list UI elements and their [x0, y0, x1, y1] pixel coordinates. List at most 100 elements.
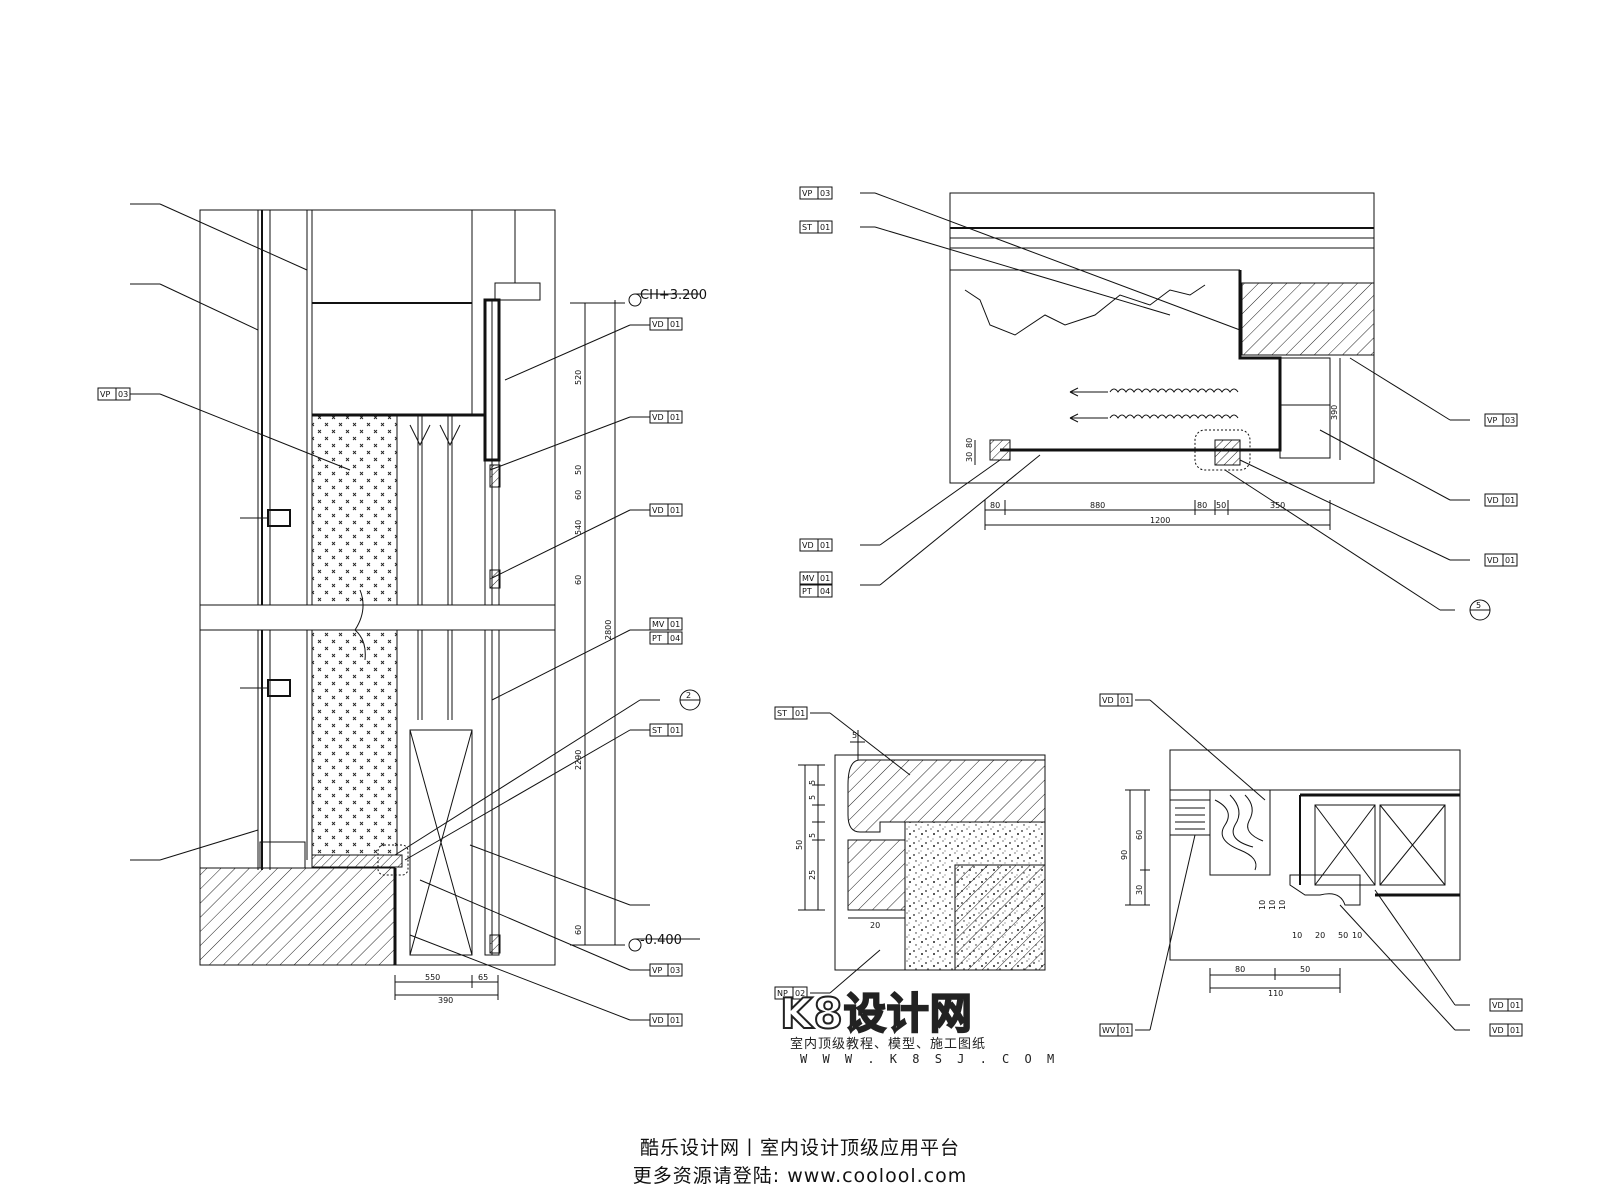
dim-h: 110	[1268, 989, 1283, 998]
dim-h: 50	[1300, 965, 1310, 974]
dim-v: 390	[1330, 405, 1339, 420]
tag-num: 03	[670, 966, 680, 975]
dim-v: 60	[574, 575, 583, 585]
tag-num: 04	[670, 634, 680, 643]
tag-code: VD	[1102, 696, 1114, 705]
tag-code: ST	[802, 223, 812, 232]
tag-code: VD	[1492, 1026, 1504, 1035]
dim-v: 80	[965, 438, 974, 448]
tag-code: VD	[1487, 496, 1499, 505]
dim-v: 30	[1135, 885, 1144, 895]
plan-dims: 80 880 80 50 350 1200 30 80 390 5	[965, 405, 1481, 610]
plan-drawing	[860, 192, 1491, 621]
tag-code: MV	[652, 620, 665, 629]
tag-code: MV	[802, 574, 815, 583]
tag-num: 01	[670, 506, 680, 515]
tag-code: VD	[652, 506, 664, 515]
dim-v: 10	[1268, 900, 1277, 910]
dim-h: 80	[990, 501, 1000, 510]
dim-v: 50	[574, 465, 583, 475]
watermark-subtitle: 室内顶级教程、模型、施工图纸	[790, 1037, 987, 1052]
tag-code: VD	[1492, 1001, 1504, 1010]
tag-num: 03	[820, 189, 830, 198]
dim-h: 390	[438, 996, 453, 1005]
tag-code: ST	[652, 726, 662, 735]
watermark-logo: K8设计网	[779, 988, 973, 1039]
tag-code: ST	[777, 709, 787, 718]
elevation-vertical-dims: 520 50 60 540 60 2800 2290 60	[574, 370, 613, 935]
tag-num: 01	[820, 541, 830, 550]
tag-num: 04	[820, 587, 830, 596]
tag-num: 01	[795, 709, 805, 718]
dim-v: 10	[1258, 900, 1267, 910]
dim-h: 65	[478, 973, 488, 982]
tag-num: 01	[670, 620, 680, 629]
dim-v: 520	[574, 370, 583, 385]
stone-detail-dims: 5 5 5 50 25 5 20	[795, 731, 880, 930]
dim-v: 90	[1120, 850, 1129, 860]
elevation-section-symbol: 2	[686, 691, 691, 700]
elevation-drawing	[130, 203, 701, 1021]
dim-v: 2290	[574, 750, 583, 770]
dim-v: 5	[808, 795, 817, 800]
dim-v: 60	[574, 490, 583, 500]
dim-h: 50	[1216, 501, 1226, 510]
dim-v: 60	[1135, 830, 1144, 840]
dim-v: 30	[965, 452, 974, 462]
tag-code: WV	[1102, 1026, 1116, 1035]
tag-code: VP	[100, 390, 110, 399]
decorative-panel	[311, 414, 398, 856]
footer-line-2: 更多资源请登陆: www.coolool.com	[632, 1165, 968, 1187]
dim-v: 50	[795, 840, 804, 850]
elevation-bottom-dims: 550 65 390	[425, 973, 488, 1005]
dim-v: 5	[808, 833, 817, 838]
tag-code: PT	[652, 634, 662, 643]
dim-v: 25	[808, 870, 817, 880]
tag-num: 01	[820, 574, 830, 583]
tag-num: 01	[1510, 1001, 1520, 1010]
level-top-text: CH+3.200	[640, 288, 707, 303]
dim-h: 50	[1338, 931, 1348, 940]
dim-h: 80	[1197, 501, 1207, 510]
dim-v: 60	[574, 925, 583, 935]
dim-h: 350	[1270, 501, 1285, 510]
tag-code: VD	[652, 320, 664, 329]
tag-code: VD	[1487, 556, 1499, 565]
dim-h: 10	[1292, 931, 1302, 940]
stone-detail-tags: ST 01 NP 02	[774, 706, 808, 1000]
dim-h: 20	[1315, 931, 1325, 940]
tag-code: PT	[802, 587, 812, 596]
plan-section-symbol: 5	[1476, 601, 1481, 610]
level-bottom-text: -0.400	[640, 933, 682, 948]
dim-top: 5	[852, 731, 857, 740]
watermark-url: W W W . K 8 S J . C O M	[800, 1052, 1059, 1066]
base-block	[199, 867, 396, 966]
tag-num: 01	[1505, 556, 1515, 565]
dim-h: 550	[425, 973, 440, 982]
upper-cabinet	[311, 209, 473, 416]
tag-code: VP	[1487, 416, 1497, 425]
dim-h: 10	[1352, 931, 1362, 940]
dim-v: 2800	[604, 620, 613, 640]
footer-line-1: 酷乐设计网丨室内设计顶级应用平台	[639, 1137, 960, 1159]
tag-num: 02	[795, 989, 805, 998]
wood-detail	[1125, 699, 1470, 1031]
stone-detail	[798, 712, 1046, 994]
dim-v: 540	[574, 520, 583, 535]
tag-num: 03	[1505, 416, 1515, 425]
dim-h: 1200	[1150, 516, 1170, 525]
tag-num: 01	[1510, 1026, 1520, 1035]
tag-code: NP	[777, 989, 788, 998]
tag-code: VD	[652, 1016, 664, 1025]
tag-num: 01	[670, 320, 680, 329]
tag-num: 01	[670, 413, 680, 422]
tag-num: 01	[1120, 1026, 1130, 1035]
dim-v: 10	[1278, 900, 1287, 910]
tag-num: 01	[1505, 496, 1515, 505]
tag-code: VD	[802, 541, 814, 550]
tag-num: 01	[820, 223, 830, 232]
